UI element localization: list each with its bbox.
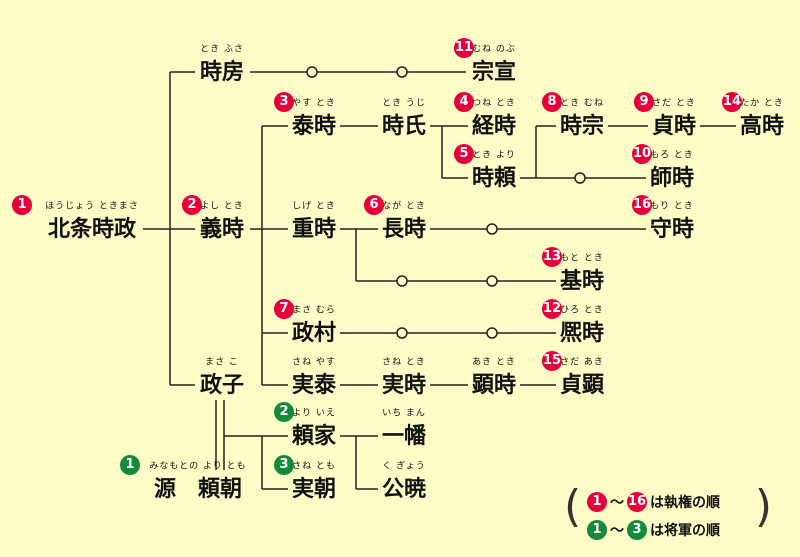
person-name: 時氏 xyxy=(379,114,429,140)
regent-order-badge: 10 xyxy=(632,144,652,164)
shogun-order-badge: 3 xyxy=(274,455,294,475)
person-ruby: いち まん xyxy=(382,408,426,419)
generation-gap-circle xyxy=(486,327,498,339)
regent-order-badge: 6 xyxy=(364,195,384,215)
regent-order-badge: 8 xyxy=(542,92,562,112)
legend-regent-row: 1 ～ 16 は執権の順 xyxy=(584,489,720,515)
person-name: 政村 xyxy=(289,321,339,347)
person-name: 実時 xyxy=(379,373,429,399)
regent-order-badge: 3 xyxy=(274,92,294,112)
regent-order-badge: 14 xyxy=(722,92,742,112)
person-name: 北条時政 xyxy=(45,217,139,243)
person-ruby: たか とき xyxy=(740,98,784,109)
generation-gap-circle xyxy=(396,327,408,339)
person-ruby: みなもとの より とも xyxy=(149,461,247,472)
person-name: 時房 xyxy=(197,60,247,86)
person-ruby: ひろ とき xyxy=(560,305,604,316)
person-name: 一幡 xyxy=(379,424,429,450)
regent-order-badge: 13 xyxy=(542,247,562,267)
regent-order-badge: 12 xyxy=(542,299,562,319)
person-ruby: とき むね xyxy=(560,98,604,109)
regent-order-badge: 16 xyxy=(632,195,652,215)
regent-order-badge: 7 xyxy=(274,299,294,319)
person-name: 義時 xyxy=(197,217,247,243)
person-name: 時頼 xyxy=(469,166,519,192)
person-name: 実朝 xyxy=(289,477,339,503)
regent-order-badge: 15 xyxy=(542,351,562,371)
generation-gap-circle xyxy=(396,275,408,287)
legend-shogun-row: 1 ～ 3 は将軍の順 xyxy=(584,517,720,543)
legend: ( ) 1 ～ 16 は執権の順 1 ～ 3 は将軍の順 xyxy=(564,481,772,547)
regent-order-badge: 11 xyxy=(454,38,474,58)
person-name: 重時 xyxy=(289,217,339,243)
person-ruby: やす とき xyxy=(292,98,336,109)
person-name: 時宗 xyxy=(557,114,607,140)
legend-shogun-from-badge: 1 xyxy=(587,520,607,540)
person-ruby: よし とき xyxy=(200,201,244,212)
person-name: 公暁 xyxy=(379,477,429,503)
person-ruby: しげ とき xyxy=(292,201,336,212)
person-name: 基時 xyxy=(557,269,607,295)
legend-regent-from-badge: 1 xyxy=(587,492,607,512)
person-name: 守時 xyxy=(647,217,697,243)
person-ruby: ほうじょう ときまさ xyxy=(45,201,139,212)
person-ruby: つね とき xyxy=(472,98,516,109)
person-ruby: より いえ xyxy=(292,408,336,419)
regent-order-badge: 2 xyxy=(182,195,202,215)
person-name: 頼家 xyxy=(289,424,339,450)
legend-shogun-to-badge: 3 xyxy=(627,520,647,540)
regent-order-badge: 9 xyxy=(634,92,654,112)
person-ruby: もろ とき xyxy=(650,150,694,161)
shogun-order-badge: 2 xyxy=(274,402,294,422)
person-ruby: まさ むら xyxy=(292,305,336,316)
person-name: 経時 xyxy=(469,114,519,140)
legend-regent-to-badge: 16 xyxy=(627,492,647,512)
person-ruby: もり とき xyxy=(650,201,694,212)
regent-order-badge: 4 xyxy=(454,92,474,112)
legend-close-paren: ) xyxy=(754,481,772,532)
person-ruby: もと とき xyxy=(560,253,604,264)
person-ruby: く ぎょう xyxy=(382,461,426,472)
legend-tilde: ～ xyxy=(610,495,624,511)
regent-order-badge: 5 xyxy=(454,144,474,164)
person-ruby: とき うじ xyxy=(382,98,426,109)
person-name: 顕時 xyxy=(469,373,519,399)
person-name: 長時 xyxy=(379,217,429,243)
person-ruby: とき より xyxy=(472,150,516,161)
person-ruby: とき ふさ xyxy=(200,44,244,55)
generation-gap-circle xyxy=(486,223,498,235)
person-ruby: むね のぶ xyxy=(472,44,516,55)
person-name: 実泰 xyxy=(289,373,339,399)
person-name: 熈時 xyxy=(557,321,607,347)
generation-gap-circle xyxy=(486,275,498,287)
person-name: 源 頼朝 xyxy=(151,477,245,503)
generation-gap-circle xyxy=(306,66,318,78)
person-name: 貞時 xyxy=(649,114,699,140)
generation-gap-circle xyxy=(574,172,586,184)
person-ruby: さね やす xyxy=(292,357,336,368)
person-name: 宗宣 xyxy=(469,60,519,86)
person-name: 師時 xyxy=(647,166,697,192)
person-ruby: なが とき xyxy=(382,201,426,212)
person-ruby: さね とも xyxy=(292,461,336,472)
person-name: 政子 xyxy=(197,373,247,399)
person-name: 高時 xyxy=(737,114,787,140)
legend-shogun-text: は将軍の順 xyxy=(650,523,720,539)
legend-open-paren: ( xyxy=(564,481,582,532)
legend-tilde: ～ xyxy=(610,523,624,539)
person-ruby: さね とき xyxy=(382,357,426,368)
person-ruby: さだ とき xyxy=(652,98,696,109)
person-name: 貞顕 xyxy=(557,373,607,399)
person-ruby: まさ こ xyxy=(205,357,239,368)
person-ruby: あき とき xyxy=(472,357,516,368)
legend-regent-text: は執権の順 xyxy=(650,495,720,511)
shogun-order-badge: 1 xyxy=(120,455,140,475)
generation-gap-circle xyxy=(396,66,408,78)
person-name: 泰時 xyxy=(289,114,339,140)
regent-order-badge: 1 xyxy=(12,195,32,215)
person-ruby: さだ あき xyxy=(560,357,604,368)
